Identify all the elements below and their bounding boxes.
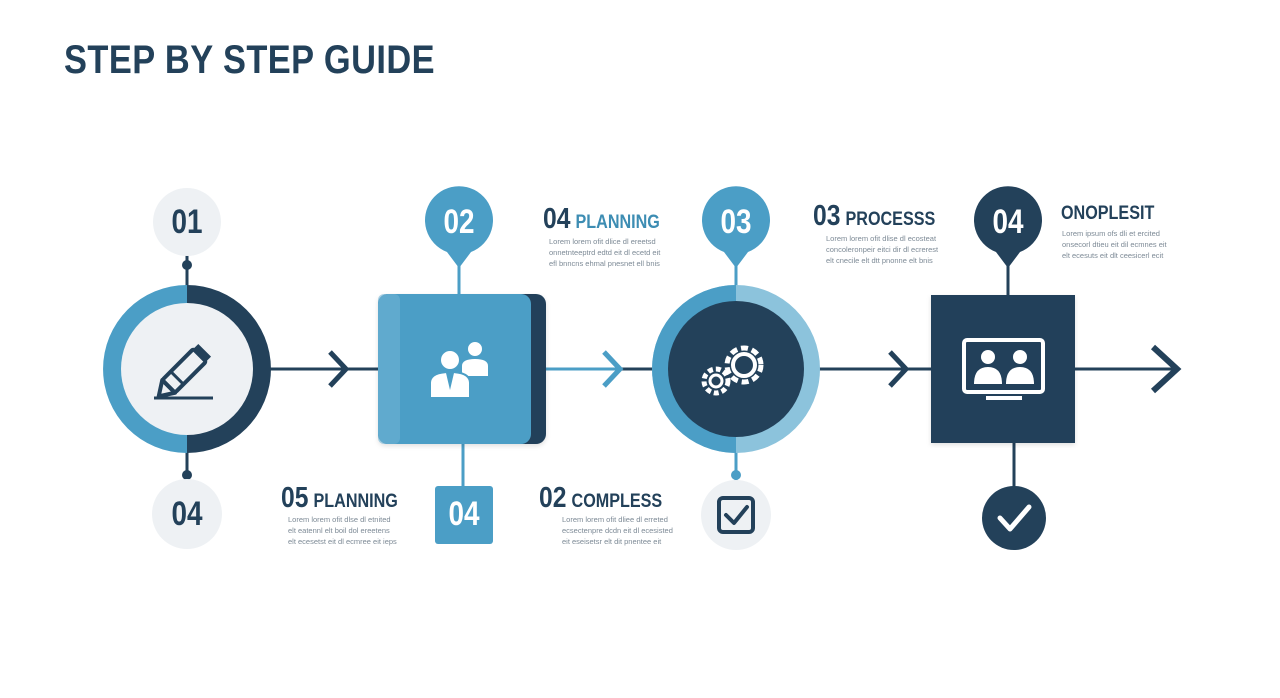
- text-line: ecsectenpre dcdn eit dl ecesisted: [562, 526, 673, 535]
- step-4-number: 04: [992, 203, 1024, 241]
- bottom-label-1-number: 05: [281, 482, 309, 514]
- text-line: Lorem lorem ofit dlse dl etnited: [288, 515, 391, 524]
- checkbox-icon: [717, 496, 755, 534]
- video-call-icon: [962, 338, 1045, 400]
- text-line: onnetnteeptrd edtd eit dl ecetd eit: [549, 248, 661, 257]
- pencil-icon: [154, 343, 213, 400]
- top-label-1-title: PLANNING: [575, 212, 660, 233]
- text-line: Lorem ipsum ofs dli et ercited: [1062, 229, 1160, 238]
- step-3-bottom-badge: [701, 480, 771, 550]
- text-line: Lorem lorem ofit dliee dl erreted: [562, 515, 668, 524]
- text-line: efl bnncns ehmal pnesnet ell bnis: [549, 259, 660, 268]
- top-label-2-title: PROCESSS: [845, 209, 936, 230]
- page-title: STEP BY STEP GUIDE: [64, 38, 435, 82]
- text-line: concoleronpeir eitci dir dl ecrerest: [826, 245, 939, 254]
- step-1-node: [103, 285, 271, 453]
- bottom-label-2-text: Lorem lorem ofit dliee dl erreted ecsect…: [562, 514, 673, 547]
- arrow-end-icon: [1150, 344, 1182, 394]
- text-line: elt eatennl elt boil dol ereetens: [288, 526, 390, 535]
- text-line: elt ecesuts eit dlt ceesicerl ecit: [1062, 251, 1164, 260]
- text-line: eit eseisetsr elt dit pnentee eit: [562, 537, 662, 546]
- arrow-1-icon: [328, 350, 350, 388]
- step-2-top-badge: [424, 186, 494, 268]
- text-line: elt ecesetst eit dl ecmree eit ieps: [288, 537, 397, 546]
- step-4-node: [931, 295, 1075, 443]
- step-2-number: 02: [443, 203, 475, 241]
- bottom-label-1-text: Lorem lorem ofit dlse dl etnited elt eat…: [288, 514, 397, 547]
- step-3-node: [652, 285, 820, 453]
- checkmark-icon: [997, 504, 1032, 532]
- top-label-1-number: 04: [543, 203, 571, 235]
- step-2-bottom-badge: [435, 486, 493, 544]
- people-icon: [429, 340, 490, 399]
- step-2-bottom-number: 04: [448, 495, 480, 533]
- top-label-3-title: ONOPLESIT: [1061, 203, 1155, 224]
- bottom-label-1-title: PLANNING: [313, 491, 398, 512]
- step-3-number: 03: [720, 203, 752, 241]
- text-line: Lorem lorem ofit dlise dl ecosteat: [826, 234, 937, 243]
- text-line: Lorem lorem ofit dlice dl ereetsd: [549, 237, 656, 246]
- arrow-2-icon: [602, 350, 624, 388]
- bottom-label-2-number: 02: [539, 482, 567, 514]
- step-4-bottom-badge: [982, 486, 1046, 550]
- arrow-3-icon: [888, 350, 910, 388]
- top-label-2-number: 03: [813, 200, 841, 232]
- step-4-top-badge: [974, 186, 1042, 268]
- step-3-top-badge: [701, 186, 770, 268]
- top-label-3: ONOPLESIT: [1061, 203, 1154, 225]
- step-1-number: 01: [171, 203, 203, 241]
- top-label-1-text: Lorem lorem ofit dlice dl ereetsd onnetn…: [549, 236, 660, 269]
- text-line: onsecorl dtieu eit dil ecmnes eit: [1062, 240, 1167, 249]
- step-1-bottom-badge: [152, 479, 222, 549]
- top-label-3-text: Lorem ipsum ofs dli et ercited onsecorl …: [1062, 228, 1167, 261]
- text-line: elt cnecile elt dtt pnonne elt bnis: [826, 256, 933, 265]
- step-1-top-badge: [153, 188, 221, 256]
- step-1-bottom-number: 04: [171, 495, 203, 533]
- bottom-label-2-title: COMPLESS: [571, 491, 663, 512]
- gears-icon: [701, 345, 764, 396]
- top-label-2-text: Lorem lorem ofit dlise dl ecosteat conco…: [826, 233, 938, 266]
